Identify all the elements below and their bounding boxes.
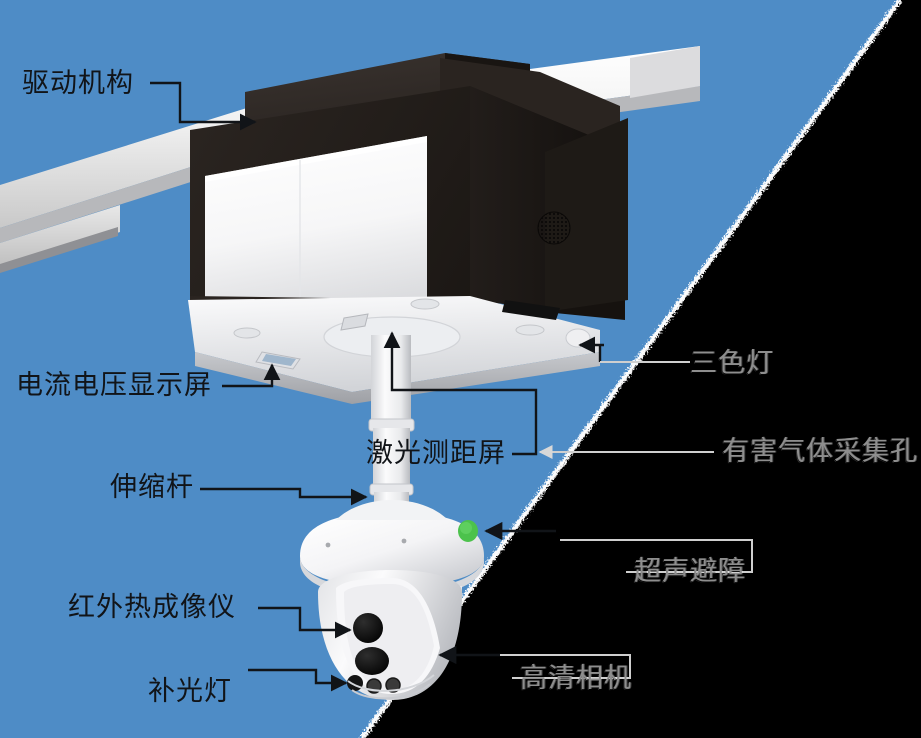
label-fill-light: 补光灯 xyxy=(148,676,232,707)
label-ultrasonic-avoidance: 超声避障 xyxy=(634,556,746,587)
label-infrared-thermal-imager: 红外热成像仪 xyxy=(68,592,236,623)
label-voltage-display: 电流电压显示屏 xyxy=(16,370,212,401)
label-laser-rangefinder: 激光测距屏 xyxy=(366,438,506,469)
label-gas-sampling-port: 有害气体采集孔 xyxy=(722,436,918,467)
label-telescopic-pole: 伸缩杆 xyxy=(110,472,194,503)
label-hd-camera: 高清相机 xyxy=(520,663,632,694)
label-drive-mechanism: 驱动机构 xyxy=(22,68,134,99)
label-tricolor-lamp: 三色灯 xyxy=(690,348,774,379)
